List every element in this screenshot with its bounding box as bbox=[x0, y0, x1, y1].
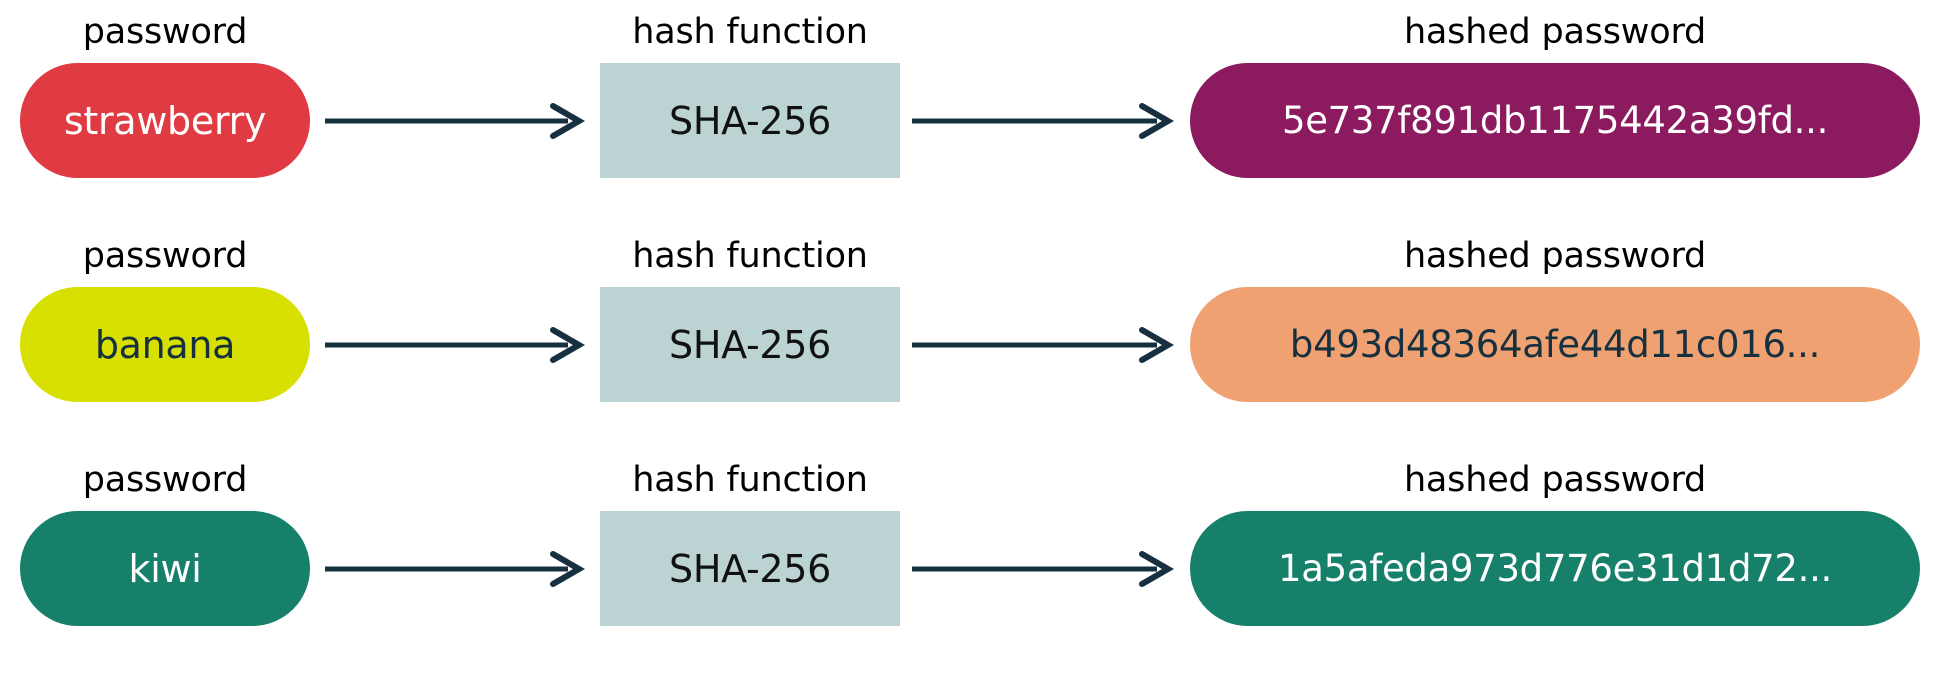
function-label: hash function bbox=[632, 460, 868, 500]
hash-function-text: SHA-256 bbox=[669, 322, 831, 367]
input-stage: password kiwi bbox=[20, 458, 310, 668]
hashed-password-pill[interactable]: 1a5afeda973d776e31d1d72... bbox=[1190, 511, 1920, 626]
output-label: hashed password bbox=[1403, 460, 1707, 500]
hashed-password-pill[interactable]: b493d48364afe44d11c016... bbox=[1190, 287, 1920, 402]
password-pill[interactable]: kiwi bbox=[20, 511, 310, 626]
output-label: hashed password bbox=[1403, 12, 1707, 52]
input-label: password bbox=[82, 236, 248, 276]
function-label: hash function bbox=[632, 12, 868, 52]
output-stage: hashed password b493d48364afe44d11c016..… bbox=[1190, 234, 1920, 444]
output-stage: hashed password 1a5afeda973d776e31d1d72.… bbox=[1190, 458, 1920, 668]
arrow-right-icon bbox=[912, 551, 1175, 587]
arrow-right-icon bbox=[912, 327, 1175, 363]
hashed-password-text: 5e737f891db1175442a39fd... bbox=[1281, 99, 1829, 142]
password-pill[interactable]: strawberry bbox=[20, 63, 310, 178]
hash-function-box[interactable]: SHA-256 bbox=[600, 63, 900, 178]
input-label: password bbox=[82, 460, 248, 500]
diagram-row: password kiwi hash function SHA-256 bbox=[0, 458, 1940, 668]
input-stage: password banana bbox=[20, 234, 310, 444]
hashed-password-text: b493d48364afe44d11c016... bbox=[1289, 323, 1821, 366]
hashed-password-text: 1a5afeda973d776e31d1d72... bbox=[1277, 547, 1833, 590]
diagram-row: password banana hash function SHA-256 bbox=[0, 234, 1940, 444]
input-label: password bbox=[82, 12, 248, 52]
password-text: banana bbox=[94, 322, 236, 367]
function-stage: hash function SHA-256 bbox=[600, 458, 900, 668]
input-stage: password strawberry bbox=[20, 10, 310, 220]
function-stage: hash function SHA-256 bbox=[600, 234, 900, 444]
function-stage: hash function SHA-256 bbox=[600, 10, 900, 220]
arrow-right-icon bbox=[325, 103, 586, 139]
password-text: kiwi bbox=[128, 546, 202, 591]
arrow-right-icon bbox=[325, 327, 586, 363]
hashed-password-pill[interactable]: 5e737f891db1175442a39fd... bbox=[1190, 63, 1920, 178]
password-text: strawberry bbox=[63, 98, 267, 143]
arrow-right-icon bbox=[912, 103, 1175, 139]
diagram-row: password strawberry hash function SHA-25… bbox=[0, 10, 1940, 220]
function-label: hash function bbox=[632, 236, 868, 276]
hash-function-text: SHA-256 bbox=[669, 546, 831, 591]
output-label: hashed password bbox=[1403, 236, 1707, 276]
arrow-right-icon bbox=[325, 551, 586, 587]
hash-function-text: SHA-256 bbox=[669, 98, 831, 143]
password-pill[interactable]: banana bbox=[20, 287, 310, 402]
hash-function-box[interactable]: SHA-256 bbox=[600, 287, 900, 402]
hash-function-box[interactable]: SHA-256 bbox=[600, 511, 900, 626]
output-stage: hashed password 5e737f891db1175442a39fd.… bbox=[1190, 10, 1920, 220]
